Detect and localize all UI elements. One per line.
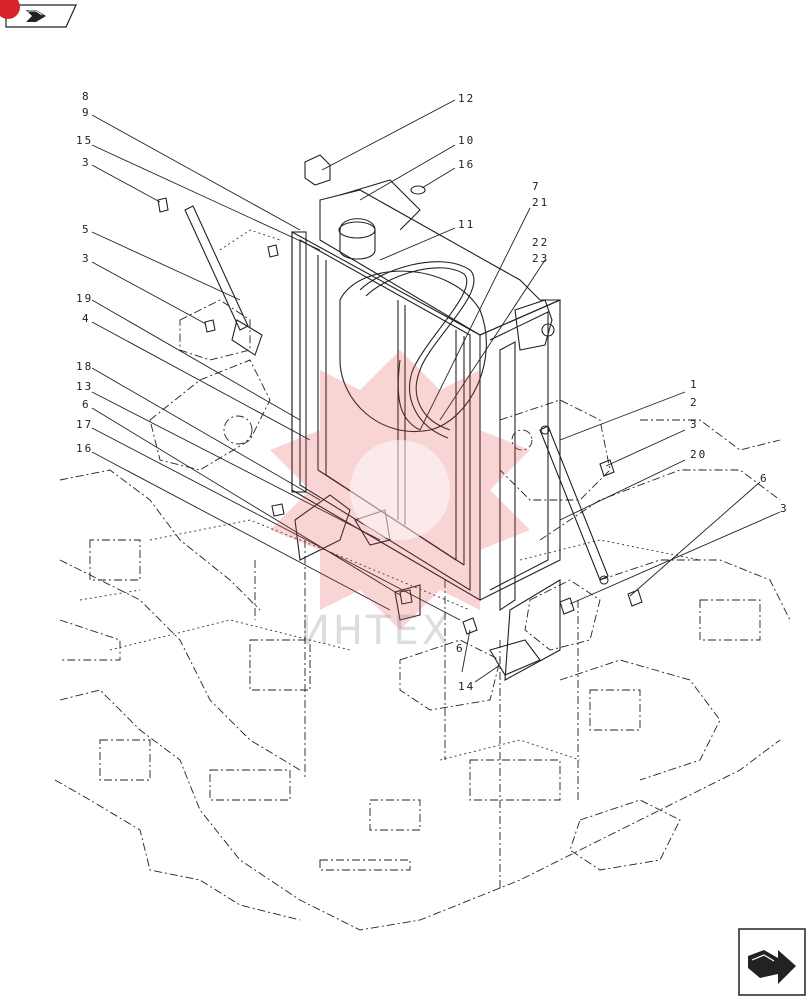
previous-page-button[interactable] — [0, 0, 78, 29]
watermark-logo — [270, 350, 530, 630]
callout-6b: 6 — [760, 472, 769, 485]
callout-1: 1 — [690, 378, 699, 391]
previous-arrow-icon — [5, 4, 77, 28]
callout-10: 10 — [458, 134, 475, 147]
callout-11: 11 — [458, 218, 475, 231]
callout-3d: 3 — [780, 502, 789, 515]
watermark-text: ИНТЕХ — [300, 608, 453, 654]
callout-16b: 16 — [458, 158, 475, 171]
hidden-lines — [79, 229, 701, 761]
leader-lines — [91, 99, 781, 683]
next-arrow-icon — [738, 928, 806, 996]
callout-6c: 6 — [456, 642, 465, 655]
callout-2: 2 — [690, 396, 699, 409]
callout-8: 8 — [82, 90, 91, 103]
callout-5: 5 — [82, 223, 91, 236]
callout-21: 21 — [532, 196, 549, 209]
callout-7: 7 — [532, 180, 541, 193]
callout-4: 4 — [82, 312, 91, 325]
stay-rods — [184, 205, 609, 585]
callout-17: 17 — [76, 418, 93, 431]
callout-15: 15 — [76, 134, 93, 147]
next-page-button[interactable] — [738, 928, 806, 996]
callout-14: 14 — [458, 680, 475, 693]
callout-12: 12 — [458, 92, 475, 105]
callout-3: 3 — [82, 156, 91, 169]
callout-16: 16 — [76, 442, 93, 455]
callout-13: 13 — [76, 380, 93, 393]
status-badge — [0, 0, 20, 19]
callout-6: 6 — [82, 398, 91, 411]
callout-3c: 3 — [690, 418, 699, 431]
callout-23: 23 — [532, 252, 549, 265]
callout-3b: 3 — [82, 252, 91, 265]
chassis-frame — [54, 299, 791, 931]
callout-20: 20 — [690, 448, 707, 461]
alignment-lines — [254, 540, 579, 890]
callout-18: 18 — [76, 360, 93, 373]
callout-22: 22 — [532, 236, 549, 249]
callout-9: 9 — [82, 106, 91, 119]
callout-19: 19 — [76, 292, 93, 305]
